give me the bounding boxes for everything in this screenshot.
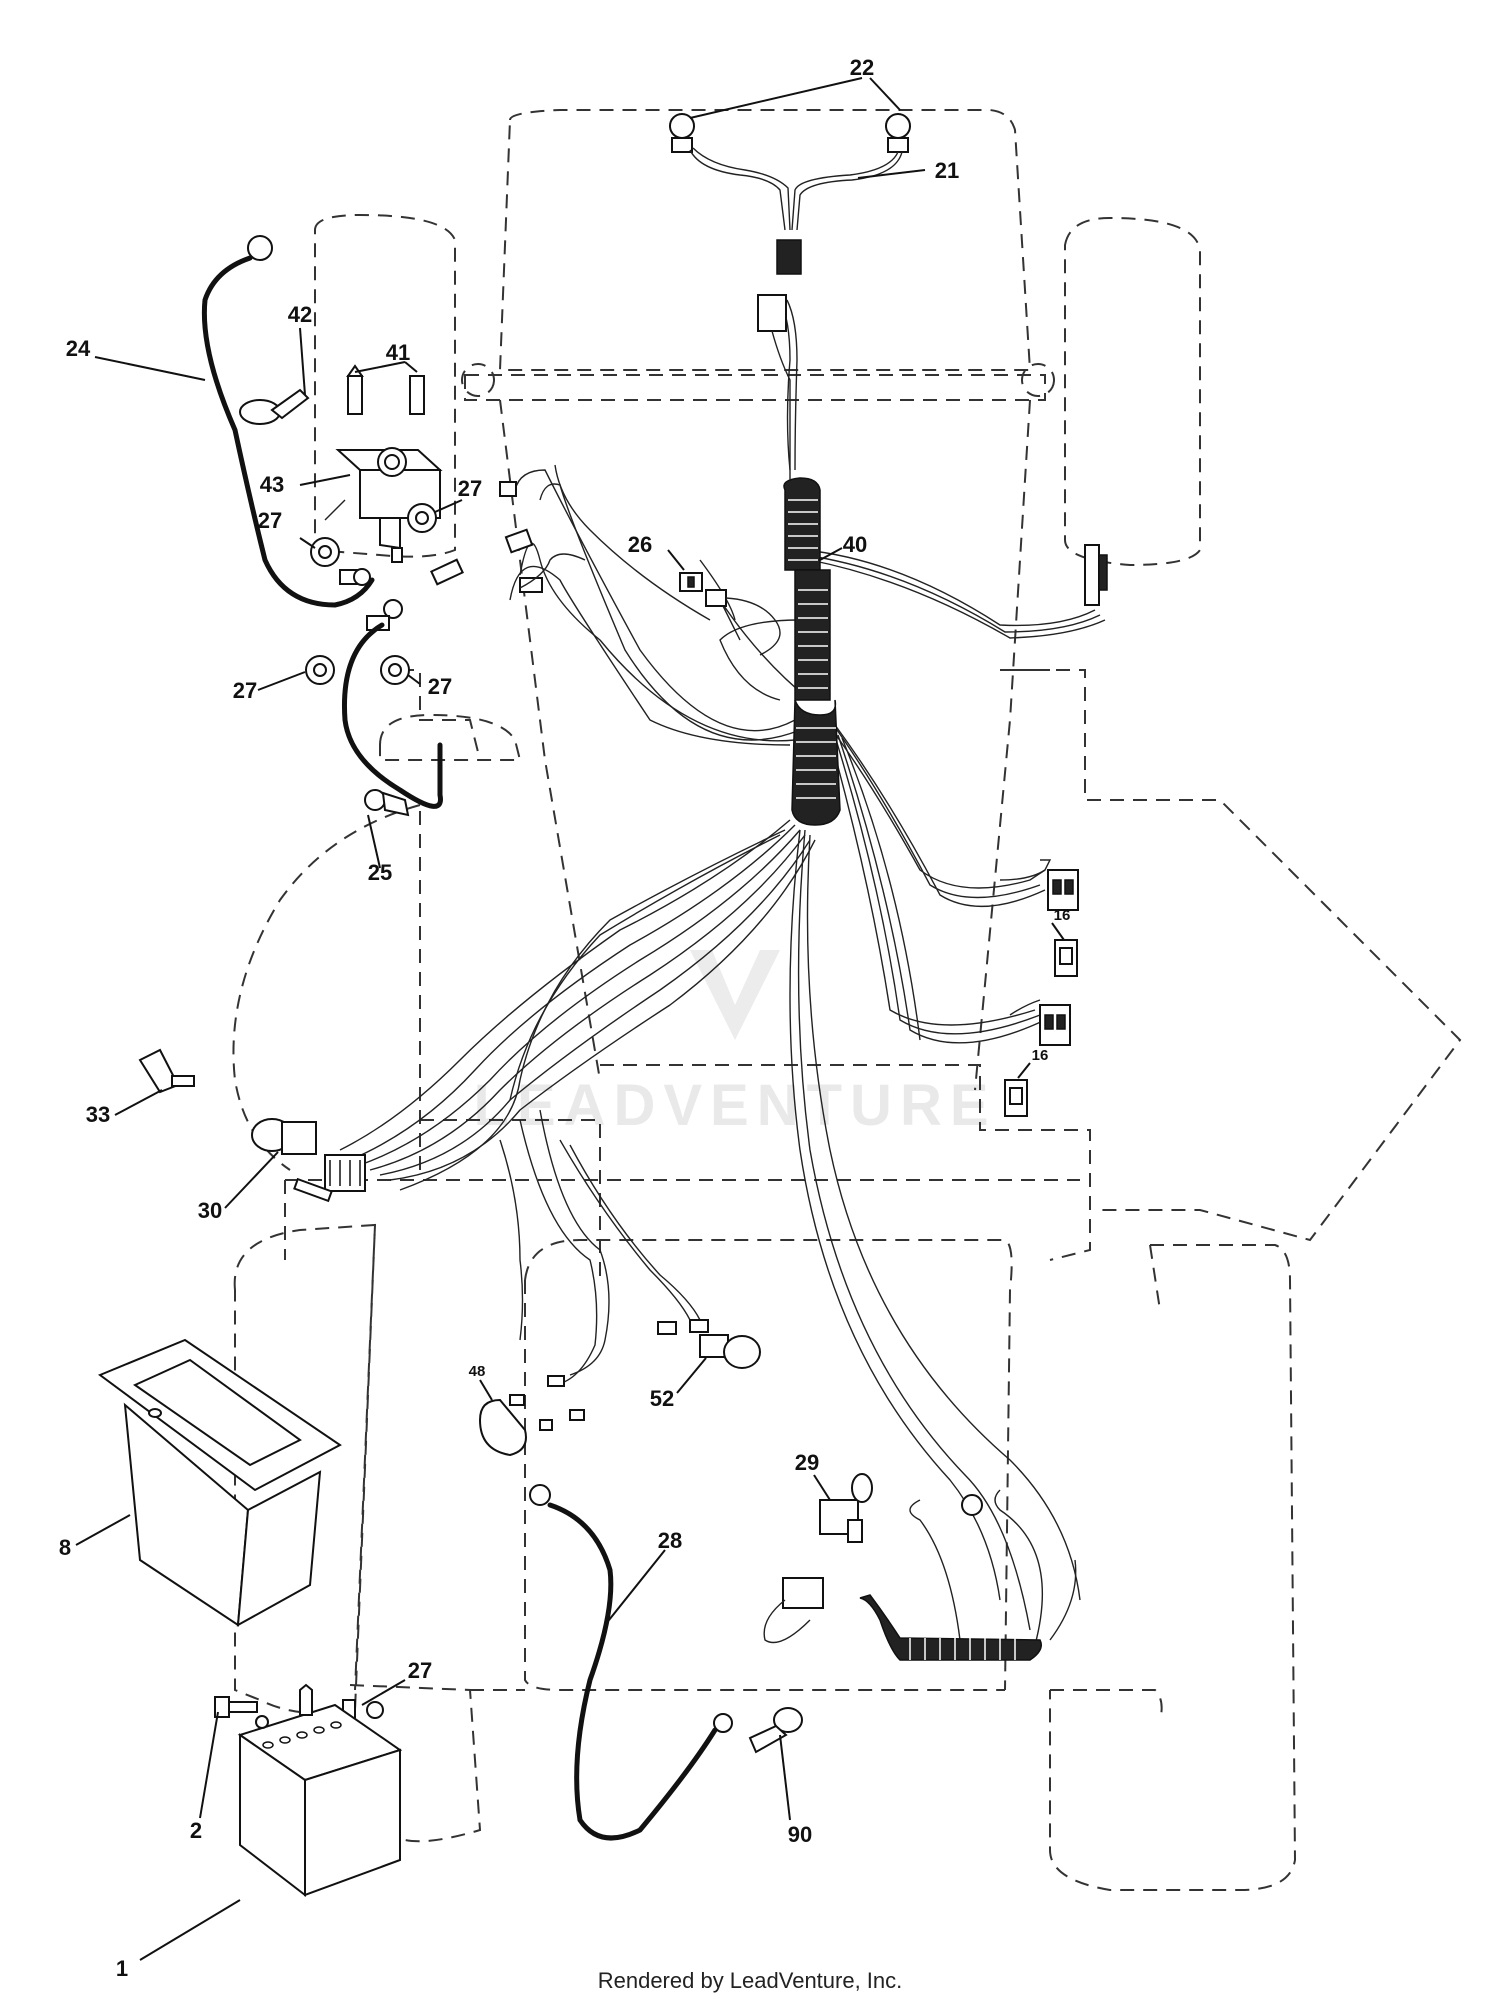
callout-41: 41 — [386, 340, 410, 365]
callout-2: 2 — [190, 1818, 202, 1843]
cable-28 — [529, 1484, 733, 1841]
callout-29: 29 — [795, 1450, 819, 1475]
terminal-boot-90 — [748, 1707, 803, 1754]
callout-27-c: 27 — [233, 678, 257, 703]
connector-16-lower — [1004, 999, 1071, 1117]
wire-conduit — [783, 477, 841, 826]
callout-labels: 22 21 24 42 41 43 27 27 26 40 27 27 25 1… — [59, 55, 1070, 1981]
callout-21: 21 — [935, 158, 959, 183]
battery-tray — [97, 1338, 342, 1627]
footer-credit: Rendered by LeadVenture, Inc. — [597, 1968, 903, 1993]
callout-27-e: 27 — [408, 1658, 432, 1683]
callout-42: 42 — [288, 302, 312, 327]
nut-27-b — [407, 503, 437, 533]
switch-29 — [763, 1473, 983, 1644]
connector-16-upper — [999, 859, 1079, 977]
watermark: LEADVENTURE — [473, 950, 996, 1138]
tractor-outline — [232, 109, 1462, 1891]
cable-24 — [201, 235, 375, 608]
callout-27-b: 27 — [458, 476, 482, 501]
callout-1: 1 — [116, 1956, 128, 1981]
ignition-switch — [251, 1118, 366, 1203]
fuse-26 — [679, 572, 781, 656]
callout-43: 43 — [260, 472, 284, 497]
leader-lines — [75, 77, 1065, 1961]
callout-90: 90 — [788, 1822, 812, 1847]
callout-27-d: 27 — [428, 674, 452, 699]
harness-wires — [339, 299, 1106, 1646]
callout-27-a: 27 — [258, 508, 282, 533]
callout-16-a: 16 — [1054, 907, 1071, 924]
cable-25 — [341, 599, 443, 817]
side-connector — [1084, 544, 1108, 606]
socket-52 — [657, 1319, 761, 1369]
headlight-assembly — [669, 113, 911, 480]
nut-27-d — [380, 655, 410, 685]
callout-8: 8 — [59, 1535, 71, 1560]
bolt-2 — [214, 1683, 313, 1718]
callout-28: 28 — [658, 1528, 682, 1553]
harness-terminals — [430, 481, 586, 593]
coiled-cord — [859, 1594, 1042, 1661]
bulb-48 — [478, 1375, 585, 1457]
callout-26: 26 — [628, 532, 652, 557]
nut-27-a — [310, 537, 340, 567]
watermark-text: LEADVENTURE — [473, 1073, 996, 1138]
callout-16-b: 16 — [1032, 1047, 1049, 1064]
callout-25: 25 — [368, 860, 392, 885]
ignition-key — [138, 1048, 195, 1094]
callout-24: 24 — [66, 336, 91, 361]
callout-52: 52 — [650, 1386, 674, 1411]
callout-33: 33 — [86, 1102, 110, 1127]
nut-27-c — [305, 655, 335, 685]
battery — [237, 1701, 403, 1898]
callout-40: 40 — [843, 532, 867, 557]
callout-30: 30 — [198, 1198, 222, 1223]
callout-22: 22 — [850, 55, 874, 80]
callout-48: 48 — [469, 1363, 486, 1380]
